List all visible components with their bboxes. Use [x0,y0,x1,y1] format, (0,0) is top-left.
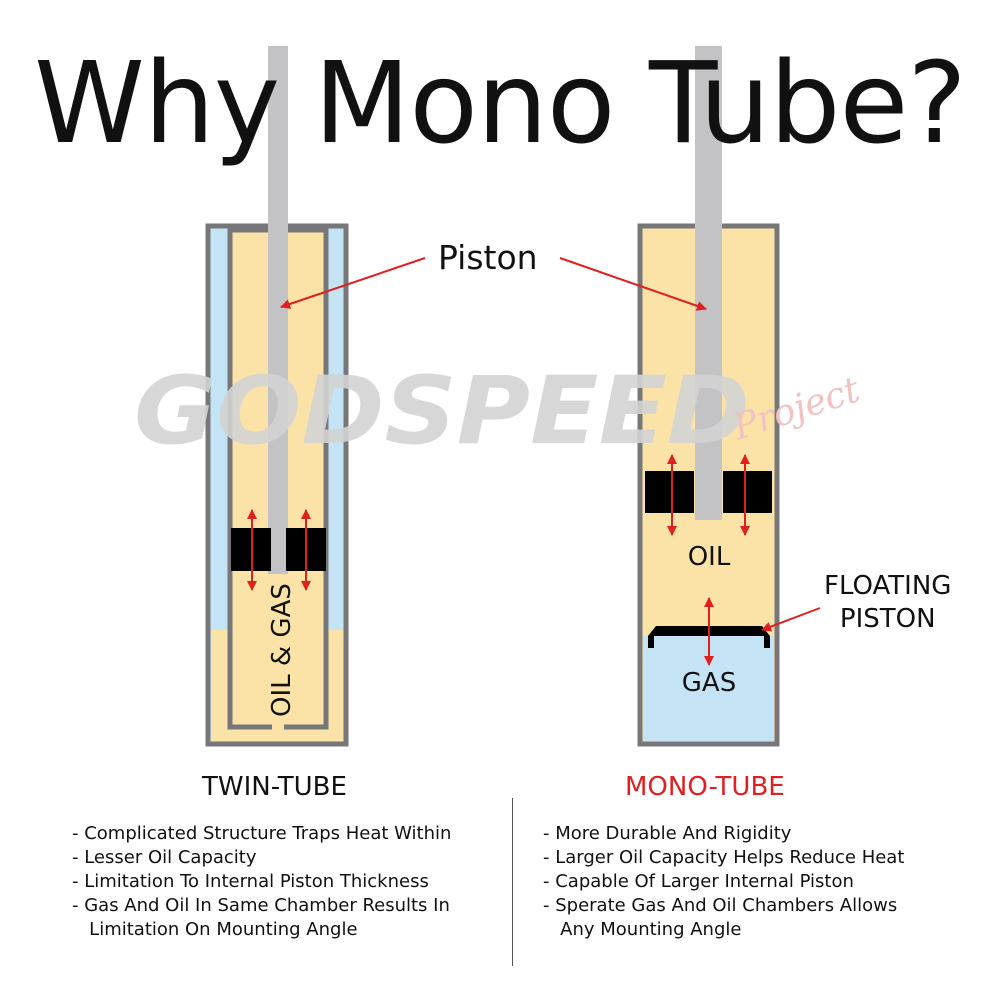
page-title: Why Mono Tube? [34,39,967,169]
list-item: - Lesser Oil Capacity [72,847,257,868]
column-divider [512,798,513,966]
piston-arrow-right [559,257,707,311]
gas-label: GAS [682,668,736,698]
piston-label: Piston [438,238,538,277]
floating-piston-label-line2: PISTON [839,604,936,634]
floating-piston-label: FLOATING PISTON [824,570,951,636]
mono-piston-left [645,471,694,513]
list-item: Any Mounting Angle [543,919,742,940]
twin-piston-rod [268,46,288,574]
list-item: - Complicated Structure Traps Heat Withi… [72,823,452,844]
mono-floating-piston [648,626,770,648]
mono-piston-right [723,471,772,513]
floating-piston-label-line1: FLOATING [824,571,952,601]
list-item: - More Durable And Rigidity [543,823,792,844]
list-item: - Gas And Oil In Same Chamber Results In [72,895,450,916]
list-item: - Capable Of Larger Internal Piston [543,871,854,892]
list-item: - Larger Oil Capacity Helps Reduce Heat [543,847,905,868]
twin-tube-points: - Complicated Structure Traps Heat Withi… [72,822,451,942]
twin-inner-gap [272,722,284,732]
mono-tube-shock [637,46,780,747]
floating-piston-arrow [761,607,821,632]
mono-tube-heading: MONO-TUBE [625,772,785,802]
list-item: - Limitation To Internal Piston Thicknes… [72,871,429,892]
twin-tube-shock [205,46,349,747]
mono-tube-points: - More Durable And Rigidity - Larger Oil… [543,822,904,942]
watermark-logo: GODSPEED [134,357,750,466]
twin-tube-heading: TWIN-TUBE [202,772,347,802]
list-item: Limitation On Mounting Angle [72,919,358,940]
oil-label: OIL [688,542,731,572]
mono-piston-rod [695,46,722,520]
oil-gas-label: OIL & GAS [267,583,297,717]
piston-arrow-left [280,257,426,309]
list-item: - Sperate Gas And Oil Chambers Allows [543,895,898,916]
